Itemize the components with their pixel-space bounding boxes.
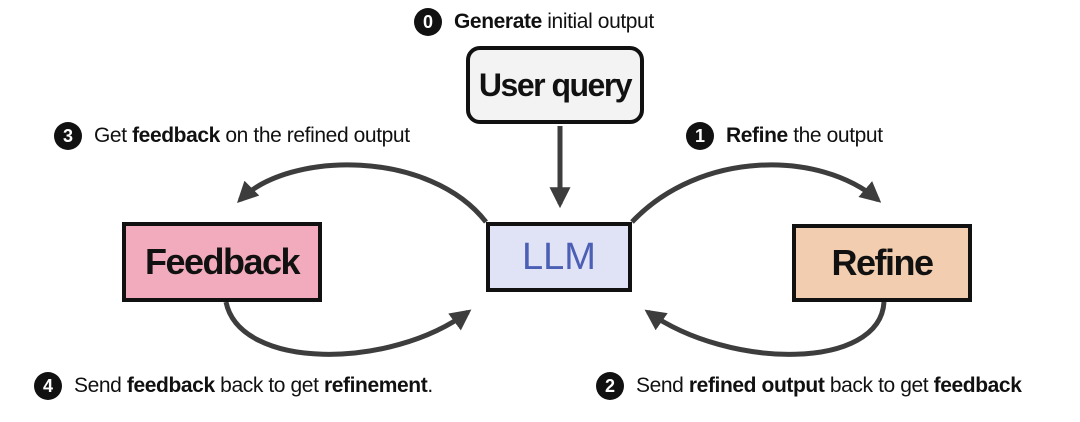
step-3-label: 3 Get feedback on the refined output <box>54 122 410 150</box>
arrow-llm-to-refine <box>630 162 882 224</box>
step-1-label: 1 Refine the output <box>686 122 883 150</box>
refine-node: Refine <box>792 224 972 302</box>
feedback-node: Feedback <box>122 222 322 302</box>
llm-node: LLM <box>486 222 632 292</box>
step-4-badge: 4 <box>34 372 62 400</box>
arrow-llm-to-feedback <box>237 162 488 224</box>
step-3-badge: 3 <box>54 122 82 150</box>
arrow-refine-to-llm <box>644 301 887 357</box>
step-4-label: 4 Send feedback back to get refinement. <box>34 372 433 400</box>
step-4-text: Send feedback back to get refinement. <box>74 374 433 397</box>
arrow-feedback-to-llm <box>223 301 472 357</box>
step-1-text: Refine the output <box>726 124 883 147</box>
step-0-text: Generate initial output <box>454 10 654 33</box>
step-0-label: 0 Generate initial output <box>414 8 654 36</box>
step-2-text: Send refined output back to get feedback <box>636 374 1022 397</box>
step-0-badge: 0 <box>414 8 442 36</box>
user-query-node: User query <box>466 46 644 124</box>
step-2-label: 2 Send refined output back to get feedba… <box>596 372 1022 400</box>
step-1-badge: 1 <box>686 122 714 150</box>
step-2-badge: 2 <box>596 372 624 400</box>
step-3-text: Get feedback on the refined output <box>94 124 410 147</box>
